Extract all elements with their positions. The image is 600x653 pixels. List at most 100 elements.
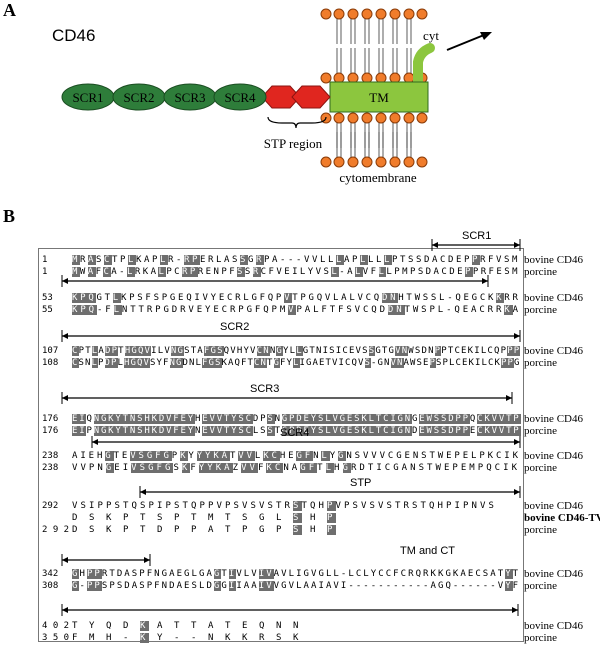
species-label: bovine CD46 xyxy=(524,292,583,304)
lipid-head xyxy=(320,8,332,20)
stp-hexagon-2 xyxy=(291,85,331,109)
residue-number: 4 0 2 xyxy=(42,621,70,631)
scr2-label: SCR2 xyxy=(123,90,154,105)
tm-label: TM xyxy=(369,90,389,105)
lipid-head xyxy=(320,156,332,168)
region-label: SCR2 xyxy=(220,321,250,333)
sequence-text: G-PPSPSDASPFNDAESLDGGIIAAIVVGVLAAIAVI---… xyxy=(72,581,521,591)
residue-number: 53 xyxy=(42,293,53,303)
sequence-text: D S K P T S P T M T S G L S H P xyxy=(72,513,336,523)
sequence-text: T Y Q D K A T T A T E Q N N xyxy=(72,621,302,631)
tm-domain xyxy=(329,81,429,113)
residue-number: 1 xyxy=(42,255,48,265)
lipid-head xyxy=(389,112,401,124)
region-arrowhead xyxy=(482,278,488,284)
stp-brace xyxy=(267,116,327,129)
cyt-tail xyxy=(413,43,435,91)
sequence-text: KPQ-FLNTTRPGDRVEYECRPGFQPMVPALFTFSVCQDDN… xyxy=(72,305,521,315)
sequence-text: VVPNGEIVSGFGSKFYYKAZVVFKCNAGFTLHGRDTICGA… xyxy=(72,463,521,473)
scr3-label: SCR3 xyxy=(174,90,205,105)
sequence-text: F M H - K Y - - N K K R S K xyxy=(72,633,302,643)
species-label: porcine xyxy=(524,425,557,437)
region-label: SCR3 xyxy=(250,383,280,395)
region-label: STP xyxy=(350,477,372,489)
species-label: porcine xyxy=(524,524,557,536)
residue-number: 238 xyxy=(42,463,59,473)
lipid-head xyxy=(375,8,387,20)
species-label: bovine CD46 xyxy=(524,500,583,512)
sequence-text: EIQNGKYTNSHKDVFEYHEVVTYSCDPSNGPDEYSLVGES… xyxy=(72,414,521,424)
species-label: bovine CD46 xyxy=(524,620,583,632)
lipid-head xyxy=(403,8,415,20)
lipid-head xyxy=(375,156,387,168)
panel-a-label: A xyxy=(3,0,16,20)
residue-number: 1 xyxy=(42,267,48,277)
residue-number: 238 xyxy=(42,451,59,461)
cd46-diagram: SCR1 SCR2 SCR3 SCR4 TM cyt STP region cy… xyxy=(61,8,492,185)
lipid-bilayer xyxy=(320,8,428,168)
scr4-label: SCR4 xyxy=(224,90,256,105)
species-label: bovine CD46-TV xyxy=(524,512,600,524)
lipid-head xyxy=(403,112,415,124)
region-label: SCR1 xyxy=(462,230,492,242)
region-arrowhead xyxy=(62,557,68,563)
scr4-domain xyxy=(213,83,267,111)
region-arrowhead xyxy=(62,395,68,401)
lipid-head xyxy=(416,8,428,20)
sequence-text: D S K P T D P P A T P G P S H P xyxy=(72,525,336,535)
region-arrowhead xyxy=(62,278,68,284)
species-label: bovine CD46 xyxy=(524,413,583,425)
species-label: bovine CD46 xyxy=(524,450,583,462)
residue-number: 107 xyxy=(42,346,59,356)
region-arrowhead xyxy=(432,242,438,248)
signal-arrow-head xyxy=(480,32,492,40)
region-arrowhead xyxy=(62,607,68,613)
lipid-head xyxy=(389,8,401,20)
species-label: porcine xyxy=(524,632,557,644)
residue-number: 292 xyxy=(42,501,59,511)
lipid-head xyxy=(416,112,428,124)
species-label: bovine CD46 xyxy=(524,568,583,580)
lipid-head xyxy=(347,156,359,168)
species-label: bovine CD46 xyxy=(524,254,583,266)
sequence-text: AIEHGTEVSGFGPKYYYKATVVLKCHEGFNLYGNSVVVCG… xyxy=(72,451,521,461)
lipid-head xyxy=(347,112,359,124)
residue-number: 176 xyxy=(42,414,59,424)
region-arrowhead xyxy=(514,333,520,339)
sequence-text: CPTLADPTHGQVILVNGSTAFGSQVHYVCNNGYLLGTNIS… xyxy=(72,346,521,356)
species-label: bovine CD46 xyxy=(524,345,583,357)
signal-arrow xyxy=(446,34,485,51)
lipid-head xyxy=(416,156,428,168)
region-label: SCR4 xyxy=(280,427,310,439)
lipid-head xyxy=(361,8,373,20)
lipid-head xyxy=(403,156,415,168)
lipid-head xyxy=(347,8,359,20)
residue-number: 342 xyxy=(42,569,59,579)
cyt-label: cyt xyxy=(423,28,439,43)
sequence-text: VSIPPSTQSPIPSTQPPVPSVSVSTRSTQHPVPSVSVSTR… xyxy=(72,501,497,511)
sequence-text: GHPPRTDASPFNGAEGLGAGTIVLVIVAVLIGVGLL-LCL… xyxy=(72,569,521,579)
region-arrowhead xyxy=(514,489,520,495)
cytomembrane-label: cytomembrane xyxy=(339,170,416,185)
species-label: porcine xyxy=(524,357,557,369)
region-arrowhead xyxy=(62,333,68,339)
lipid-head xyxy=(361,112,373,124)
sequence-text: MRASCTPLKAPLR-RPERLASSGRPA---VVLLLAPLLLL… xyxy=(72,255,520,265)
lipid-head xyxy=(333,156,345,168)
species-label: porcine xyxy=(524,462,557,474)
region-arrowhead xyxy=(506,395,512,401)
lipid-head xyxy=(375,112,387,124)
region-arrowhead xyxy=(144,557,150,563)
residue-number: 2 9 2 xyxy=(42,525,70,535)
species-label: porcine xyxy=(524,580,557,592)
residue-number: 108 xyxy=(42,358,59,368)
sequence-text: EIPNGKYTNSHKDVFEYNEVVTYSCLSSTGPDEYSLVGES… xyxy=(72,426,521,436)
region-arrowhead xyxy=(514,242,520,248)
region-arrowhead xyxy=(140,489,146,495)
region-arrowhead xyxy=(512,607,518,613)
sequence-text: MWAFCA-LRKALPCRPRENPFSSRCFVEILYVSL-ALVFL… xyxy=(72,267,520,277)
residue-number: 176 xyxy=(42,426,59,436)
sequence-text: CSNLPDPLHGQVSYFNGDNLFGSKAQFTCNTGFYLIGAET… xyxy=(72,358,521,368)
sequence-text: KPQGTLKPSFSPGEQIVYECRLGFQPVTPGQVLALVCQDN… xyxy=(72,293,521,303)
